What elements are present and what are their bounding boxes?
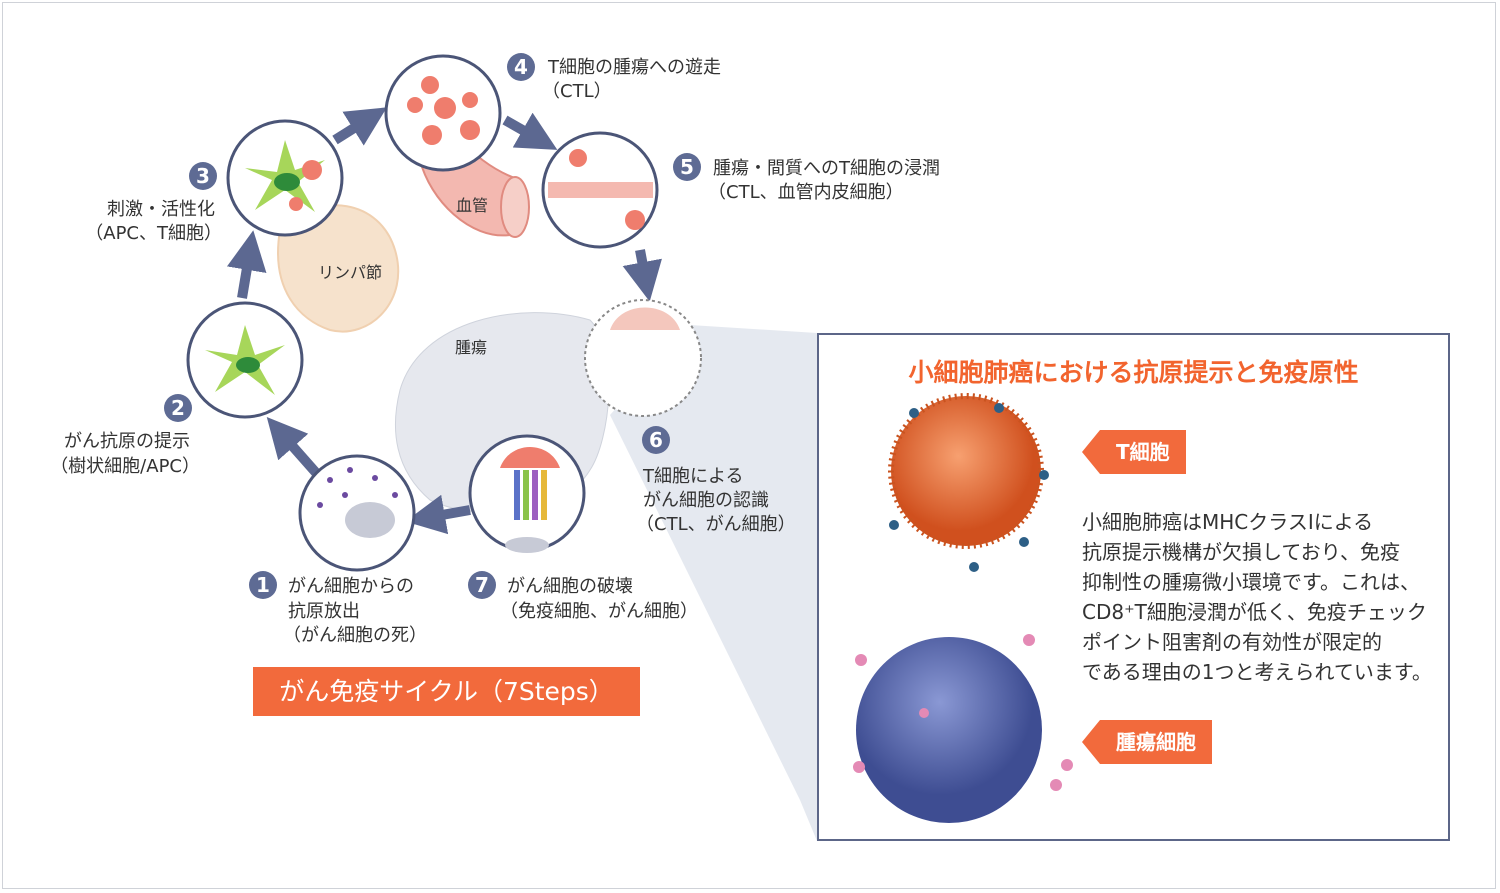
svg-text:がん抗原の提示: がん抗原の提示 — [64, 431, 190, 452]
badge-4: 4 — [507, 53, 535, 81]
description-line: 抑制性の腫瘍微小環境です。これは、 — [1082, 570, 1420, 594]
svg-text:2: 2 — [171, 396, 185, 420]
badge-7: 7 — [468, 571, 496, 599]
badge-2: 2 — [164, 394, 192, 422]
svg-text:6: 6 — [649, 428, 663, 452]
svg-text:（APC、T細胞）: （APC、T細胞） — [85, 223, 222, 244]
svg-text:T細胞による: T細胞による — [642, 466, 743, 487]
lymph-node-label: リンパ節 — [318, 263, 382, 282]
t-cell-illustration — [888, 393, 1044, 549]
panel-title: 小細胞肺癌における抗原提示と免疫原性 — [908, 358, 1359, 387]
svg-text:がん細胞からの: がん細胞からの — [288, 576, 414, 597]
panel-description: 小細胞肺癌はMHCクラスIによる 抗原提示機構が欠損しており、免疫 抑制性の腫瘍… — [1082, 507, 1442, 687]
svg-text:4: 4 — [514, 55, 528, 79]
tumor-cell-illustration — [856, 637, 1042, 823]
tumor-label: 腫瘍 — [455, 338, 487, 357]
svg-text:抗原放出: 抗原放出 — [288, 601, 360, 622]
badge-3: 3 — [189, 162, 217, 190]
badge-1: 1 — [249, 571, 277, 599]
tumor-cell-tag: 腫瘍細胞 — [1082, 720, 1212, 764]
svg-text:がん細胞の認識: がん細胞の認識 — [643, 490, 769, 511]
description-line: ポイント阻害剤の有効性が限定的 — [1082, 630, 1382, 654]
lymph-node-illustration — [277, 204, 400, 333]
svg-text:（免疫細胞、がん細胞）: （免疫細胞、がん細胞） — [500, 601, 698, 622]
badge-5: 5 — [673, 153, 701, 181]
description-line: CD8⁺T細胞浸潤が低く、免疫チェック — [1082, 600, 1427, 624]
sclc-info-panel: 小細胞肺癌における抗原提示と免疫原性 T細胞 腫瘍細胞 小細胞肺癌はMHCクラス… — [817, 333, 1450, 841]
step-badges: 1 2 3 4 5 6 7 — [164, 53, 701, 599]
svg-text:5: 5 — [680, 155, 694, 179]
svg-text:3: 3 — [196, 164, 210, 188]
description-line: 抗原提示機構が欠損しており、免疫 — [1082, 540, 1400, 564]
step-labels: がん細胞からの 抗原放出 （がん細胞の死） がん抗原の提示 （樹状細胞/APC）… — [50, 57, 940, 646]
svg-text:刺激・活性化: 刺激・活性化 — [107, 199, 215, 220]
svg-text:（がん細胞の死）: （がん細胞の死） — [283, 625, 427, 646]
cell-illustrations — [205, 76, 680, 553]
svg-text:（CTL、血管内皮細胞）: （CTL、血管内皮細胞） — [708, 182, 904, 203]
description-line: である理由の1つと考えられています。 — [1082, 660, 1432, 684]
svg-text:がん細胞の破壊: がん細胞の破壊 — [507, 576, 633, 597]
cycle-arrows — [226, 107, 662, 535]
cycle-title-banner: がん免疫サイクル（7Steps） — [253, 667, 640, 716]
svg-text:7: 7 — [475, 573, 489, 597]
svg-text:腫瘍・間質へのT細胞の浸潤: 腫瘍・間質へのT細胞の浸潤 — [713, 158, 940, 179]
t-cell-tag: T細胞 — [1082, 430, 1186, 474]
blood-vessel-label: 血管 — [456, 196, 488, 215]
description-line: 小細胞肺癌はMHCクラスIによる — [1082, 510, 1374, 534]
svg-text:T細胞の腫瘍への遊走: T細胞の腫瘍への遊走 — [547, 57, 721, 78]
svg-text:1: 1 — [256, 573, 270, 597]
svg-text:（CTL、がん細胞）: （CTL、がん細胞） — [636, 514, 796, 535]
svg-text:（CTL）: （CTL） — [542, 81, 612, 102]
svg-text:（樹状細胞/APC）: （樹状細胞/APC） — [50, 456, 200, 477]
cell-illustrations-3d — [853, 393, 1073, 823]
badge-6: 6 — [642, 426, 670, 454]
zoom-projection — [610, 325, 817, 841]
